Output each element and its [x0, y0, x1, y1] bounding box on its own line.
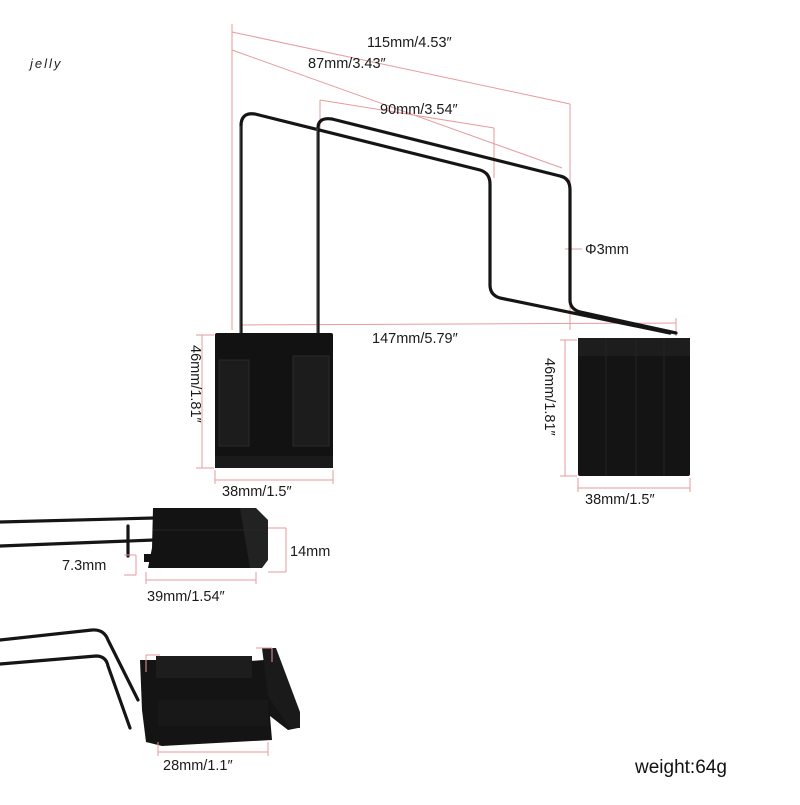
right-height-label: 46mm/1.81″	[541, 358, 557, 436]
side-view-clamp	[0, 508, 268, 568]
right-clamp-pad	[578, 338, 690, 476]
dimension-lines-top	[231, 24, 677, 336]
top-width-label: 115mm/4.53″	[367, 35, 452, 51]
left-width-label: 38mm/1.5″	[222, 484, 292, 500]
left-clamp-pad	[215, 333, 333, 468]
brand-logo: jelly	[28, 56, 62, 71]
inner-width-label: 90mm/3.54″	[380, 102, 458, 118]
right-width-label: 38mm/1.5″	[585, 492, 655, 508]
side-length-label: 39mm/1.54″	[147, 589, 225, 605]
wire-frame	[239, 112, 678, 335]
depth-label: 87mm/3.43″	[308, 56, 386, 72]
bottom-width-label: 28mm/1.1″	[163, 758, 233, 774]
side-thickness-label: 7.3mm	[62, 558, 106, 574]
dimension-labels: 115mm/4.53″ 87mm/3.43″ 90mm/3.54″ Φ3mm 1…	[62, 35, 727, 778]
wire-diameter-label: Φ3mm	[585, 242, 629, 258]
left-pad-dimensions	[196, 334, 334, 484]
side-height-label: 14mm	[290, 544, 330, 560]
side-view-dimensions	[124, 527, 287, 584]
right-pad-dimensions	[560, 339, 691, 492]
bottom-view-dimensions	[145, 647, 273, 756]
span-label: 147mm/5.79″	[372, 331, 458, 347]
weight-label: weight:64g	[634, 757, 727, 778]
bottom-view-clamp	[0, 628, 300, 746]
left-height-label: 46mm/1.81″	[187, 345, 203, 423]
